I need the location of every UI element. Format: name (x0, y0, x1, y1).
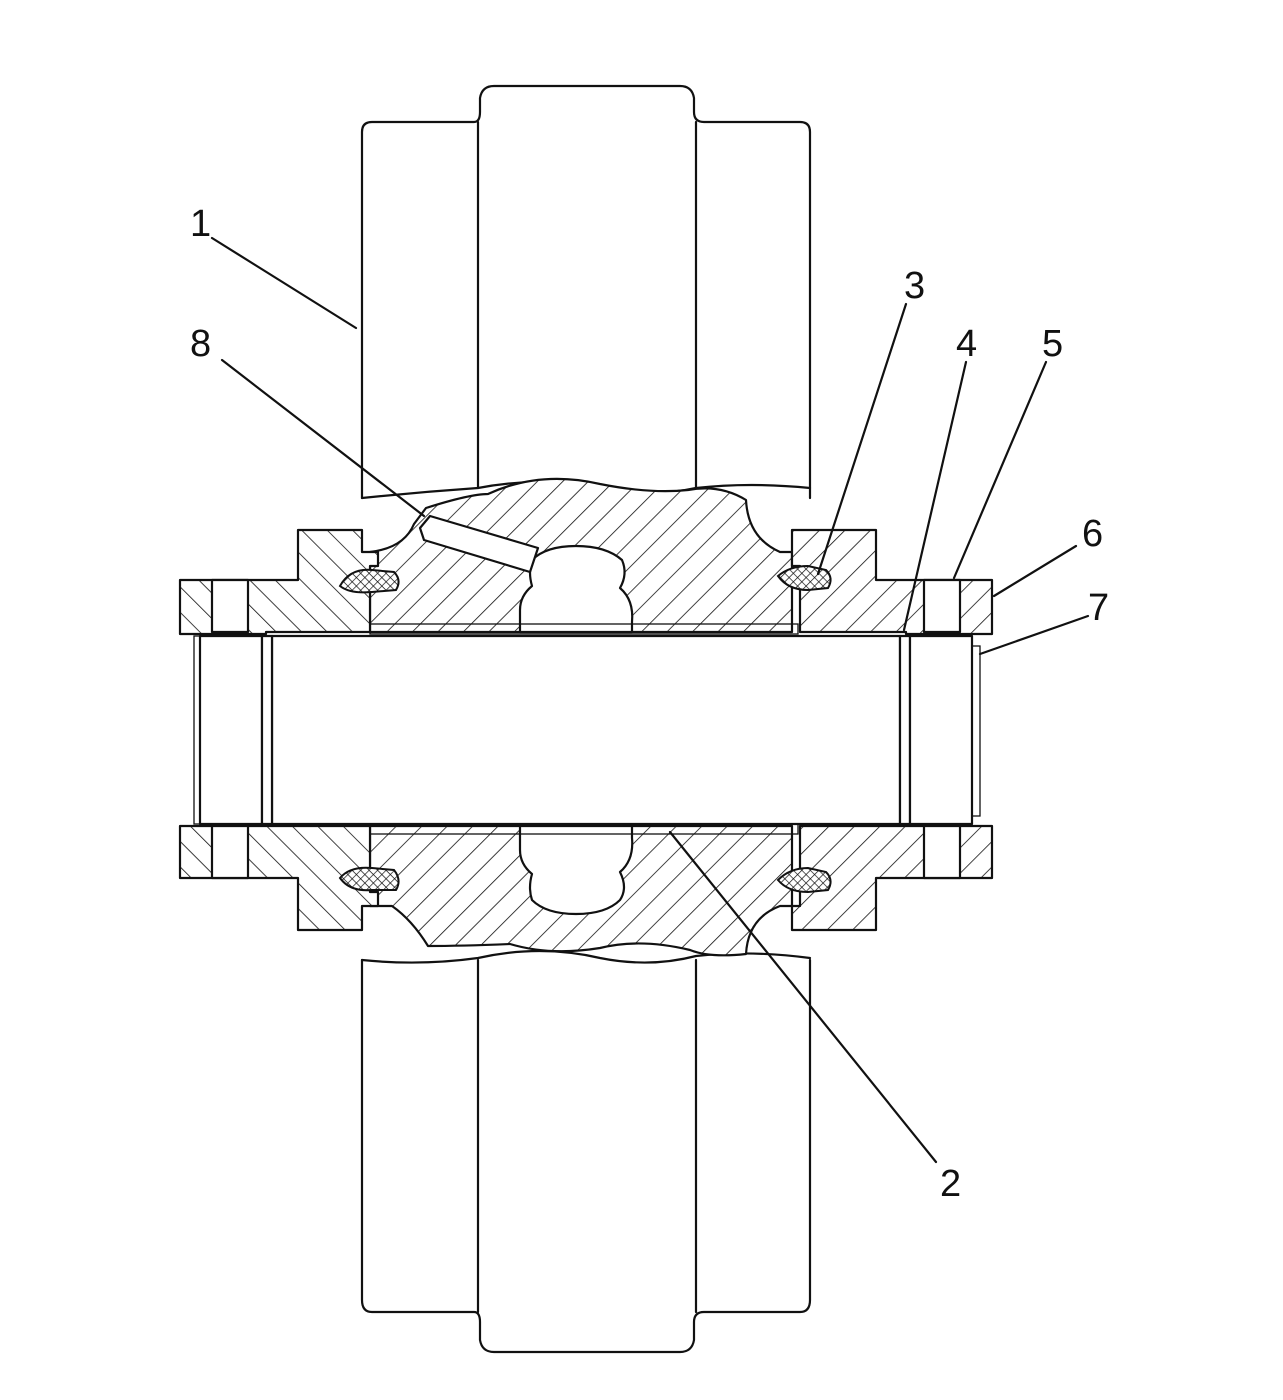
leader-2 (668, 830, 938, 1164)
leader-6 (992, 544, 1078, 598)
left-collar-upper (178, 528, 380, 636)
callout-6: 6 (1082, 513, 1103, 555)
leader-lines (210, 236, 1090, 1164)
seal-rings (338, 564, 832, 894)
callout-3: 3 (904, 265, 925, 307)
callout-labels: 1 2 3 4 5 6 7 8 (190, 203, 1109, 1205)
leader-7 (978, 614, 1090, 656)
callout-2: 2 (940, 1163, 961, 1205)
leader-8 (220, 358, 426, 518)
right-collar-lower (790, 824, 994, 932)
hub-lower-section (368, 823, 799, 957)
shaft-pin (193, 634, 981, 826)
leader-1 (210, 236, 358, 330)
callout-1: 1 (190, 203, 211, 245)
callout-8: 8 (190, 323, 211, 365)
roller-body (360, 84, 812, 1354)
leader-3 (816, 302, 908, 576)
hub-upper-section (368, 477, 799, 635)
left-collar-lower (178, 824, 380, 932)
leader-5 (952, 360, 1048, 580)
leader-4 (902, 360, 968, 632)
callout-4: 4 (956, 323, 977, 365)
callout-5: 5 (1042, 323, 1063, 365)
callout-7: 7 (1088, 587, 1109, 629)
